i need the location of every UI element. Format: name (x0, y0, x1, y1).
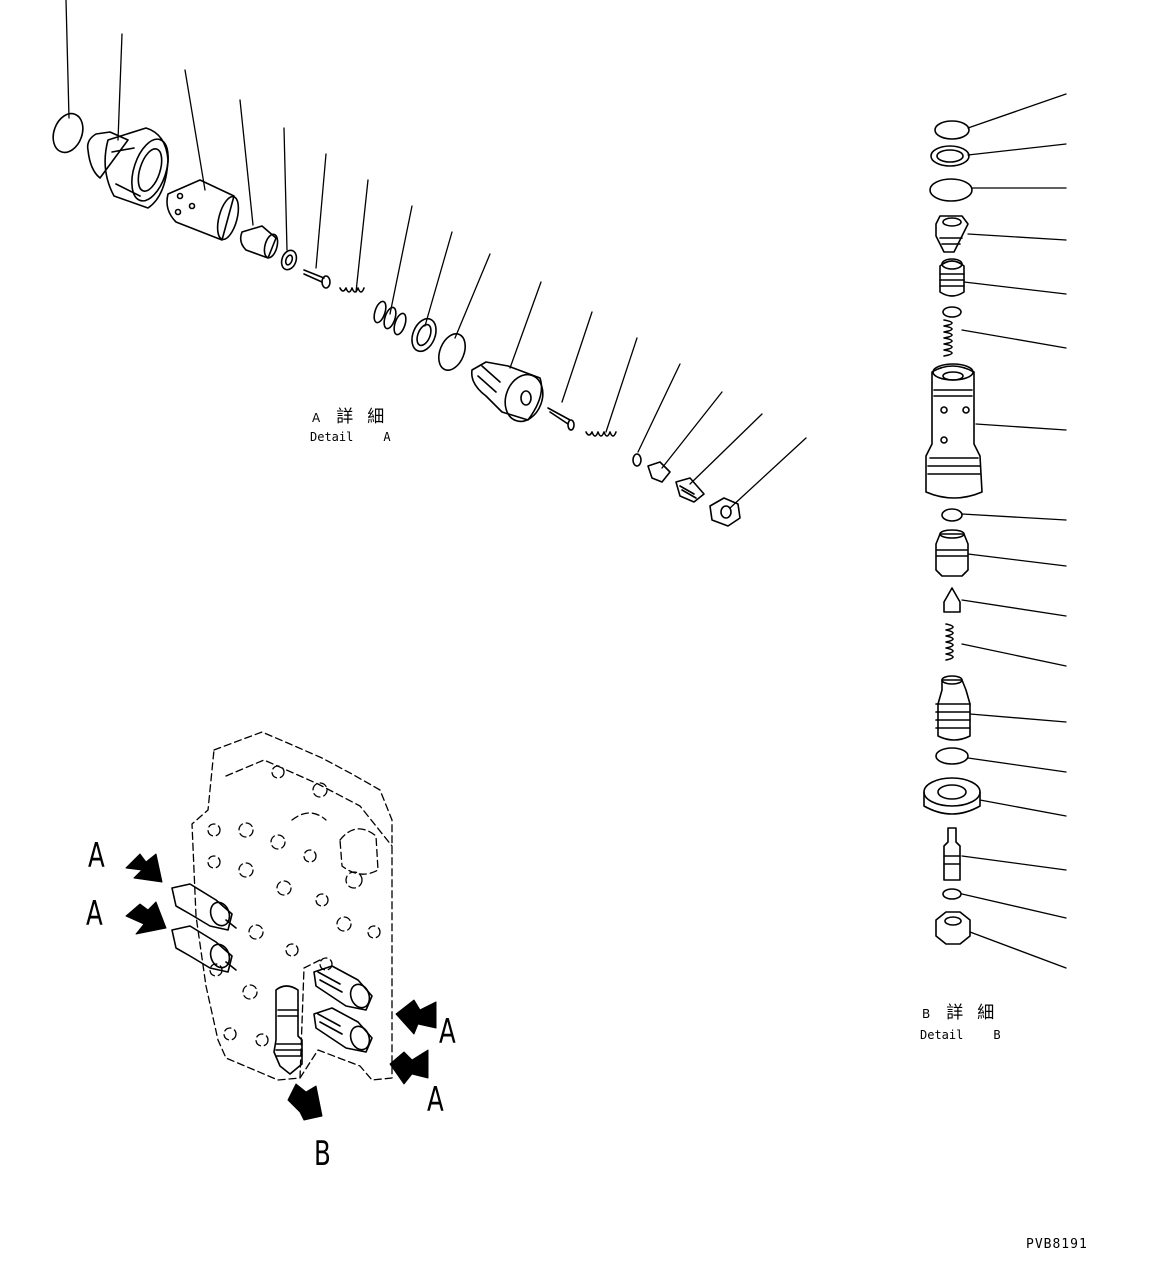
valve-block-outline (191, 731, 393, 1081)
callout-a3: A (439, 1012, 456, 1052)
o-ring-b2 (929, 178, 973, 202)
detail-b-title: B 詳細 (922, 998, 1008, 1023)
arrow-b (287, 1083, 323, 1121)
backup-ring-b (930, 145, 970, 167)
callout-b: B (314, 1134, 331, 1174)
detail-a-caption-letter: A (383, 430, 391, 444)
o-ring-b6 (942, 888, 962, 900)
detail-b-letter: B (922, 1007, 931, 1021)
piston-b (939, 258, 965, 297)
lock-nut-a (709, 497, 741, 527)
detail-a-exploded-view (52, 0, 807, 527)
o-ring-a1 (52, 112, 84, 154)
detail-b-word: Detail (920, 1028, 964, 1042)
adapter-nut-a (86, 127, 169, 209)
callout-a2: A (86, 894, 103, 934)
detail-b-exploded-view (923, 93, 1067, 969)
piston-a (239, 225, 279, 259)
spring-b1 (943, 319, 953, 357)
detail-b-leader-lines (961, 93, 1067, 969)
spring-a2 (585, 431, 617, 437)
detail-a-leader-lines (65, 0, 807, 509)
valve-body-a (470, 361, 544, 423)
detail-b-kanji: 詳細 (946, 1003, 1009, 1023)
detail-a-kanji: 詳細 (336, 407, 399, 427)
detail-a-caption: Detail A (310, 430, 391, 444)
sleeve-b (935, 529, 969, 577)
detail-a-word: Detail (310, 430, 354, 444)
arrow-a2 (125, 901, 167, 935)
o-ring-a3 (632, 453, 642, 467)
o-ring-a2 (437, 333, 467, 371)
drawing-code: PVB8191 (1026, 1237, 1088, 1252)
cartridge-a-upper-left (171, 883, 237, 931)
o-ring-b5 (935, 747, 969, 765)
spring-b2 (945, 623, 954, 661)
cartridge-a-lower-right (313, 1007, 373, 1053)
backup-rings-a (373, 300, 407, 336)
detail-b-caption-letter: B (993, 1028, 1001, 1042)
detail-a-title: A 詳細 (312, 402, 398, 427)
o-ring-b3 (942, 306, 962, 318)
o-ring-b4 (941, 508, 963, 522)
arrow-a1 (125, 853, 163, 883)
sleeve-a (166, 179, 240, 241)
poppet-pin-a (303, 269, 331, 289)
arrow-a3 (395, 999, 437, 1035)
cartridge-a-upper-right (313, 965, 373, 1011)
valve-stem-b (943, 827, 961, 881)
detail-b-caption: Detail B (920, 1028, 1001, 1042)
arrows (125, 853, 437, 1121)
adjust-screw-a (675, 477, 705, 503)
lock-nut-b (923, 777, 981, 815)
small-poppet-a (547, 407, 575, 431)
main-body-b (925, 363, 983, 499)
seal-a (411, 317, 437, 353)
cartridge-b-vertical (273, 985, 303, 1075)
cap-nut-b (935, 911, 971, 945)
control-valve-block (125, 731, 437, 1121)
adjust-screw-b (935, 675, 971, 741)
plug-b (935, 215, 969, 253)
callout-a1: A (88, 836, 105, 876)
spring-a1 (339, 287, 365, 293)
detail-a-letter: A (312, 411, 321, 425)
o-ring-b1 (934, 120, 970, 140)
seat-a (647, 461, 671, 483)
arrow-a4 (389, 1049, 429, 1085)
washer-a (280, 249, 298, 271)
needle-poppet-b (943, 587, 961, 613)
callout-a4: A (427, 1080, 444, 1120)
cartridge-a-lower-left (171, 925, 237, 973)
